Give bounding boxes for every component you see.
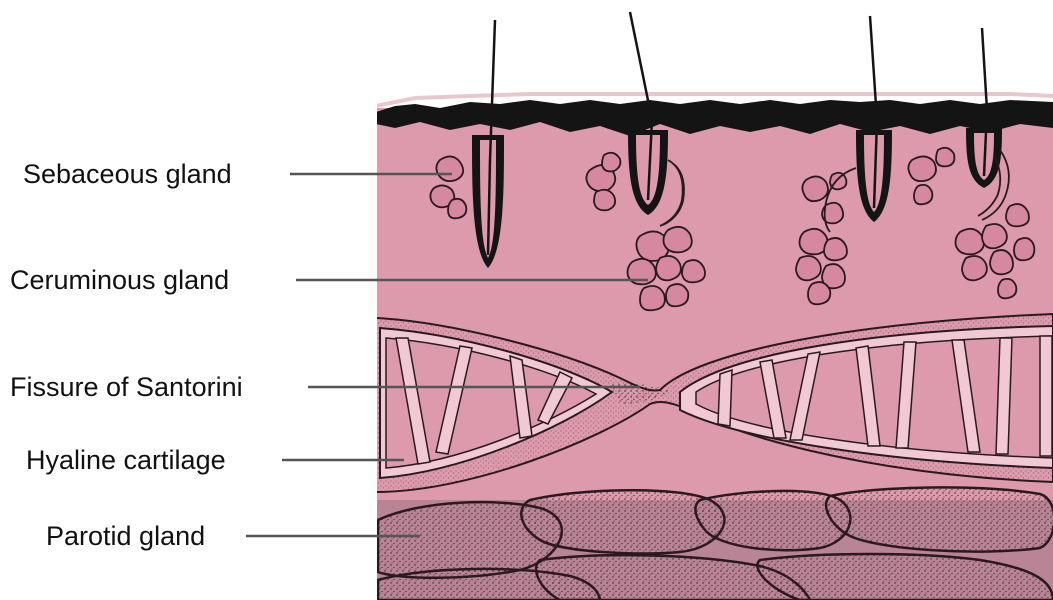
- label-sebaceous-gland: Sebaceous gland: [23, 161, 232, 188]
- parotid-gland-lobules: [376, 487, 1053, 600]
- label-ceruminous-gland: Ceruminous gland: [10, 267, 229, 294]
- tissue-left-edge: [374, 96, 377, 600]
- label-hyaline-cartilage: Hyaline cartilage: [26, 447, 226, 474]
- hair-follicle-1: [472, 20, 504, 268]
- label-fissure-of-santorini: Fissure of Santorini: [10, 374, 243, 401]
- label-parotid-gland: Parotid gland: [46, 523, 205, 550]
